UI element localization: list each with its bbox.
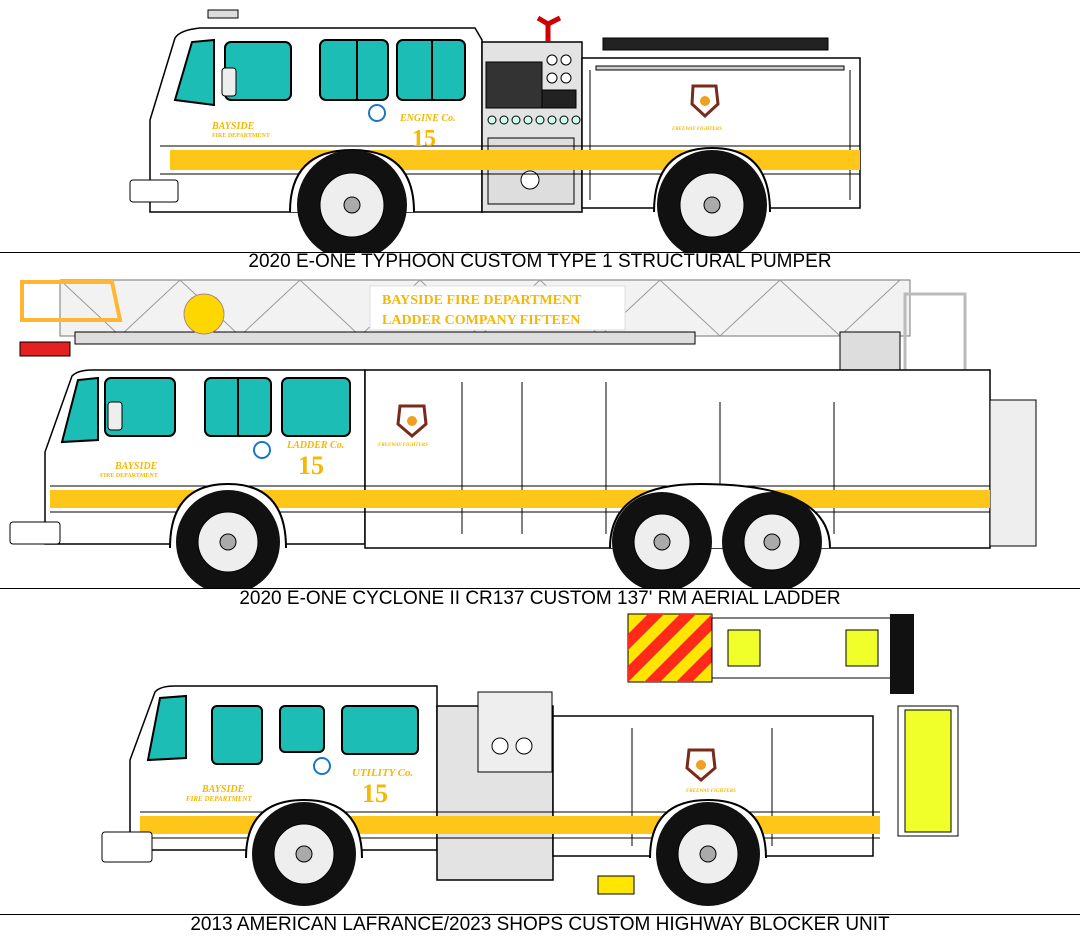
ladder-bumper (9, 521, 61, 545)
engine-windshield (173, 38, 215, 107)
engine-door-dept-line2: FIRE DEPARTMENT (212, 133, 270, 139)
engine-hose-bed (602, 37, 829, 51)
blocker-cab-window-front (211, 705, 263, 765)
ladder-tip-platform (20, 280, 123, 322)
engine-panel: BAYSIDE FIRE DEPARTMENT ENGINE Co. 15 FR… (0, 0, 1080, 252)
engine-pump-gauges (487, 115, 581, 205)
ladder-banner-line1: BAYSIDE FIRE DEPARTMENT (382, 293, 582, 308)
ladder-door-dept-line1: BAYSIDE (114, 461, 158, 472)
blocker-windshield (146, 694, 187, 762)
ladder-rear-wheel-1 (612, 492, 712, 588)
blocker-rear-wheel (656, 802, 760, 906)
blocker-shield-icon (685, 748, 717, 782)
divider-3 (0, 914, 1080, 915)
ladder-shield-icon (396, 404, 428, 438)
ladder-rear-step (989, 399, 1037, 547)
blocker-cab-window-rear (341, 705, 419, 755)
ladder-tip-nozzle (19, 341, 71, 357)
blocker-unit-number: 15 (362, 779, 388, 808)
blocker-panel: BAYSIDE FIRE DEPARTMENT UTILITY Co. 15 F… (0, 610, 1080, 915)
ladder-caption: 2020 E-ONE CYCLONE II CR137 CUSTOM 137' … (239, 588, 841, 609)
engine-caption: 2020 E-ONE TYPHOON CUSTOM TYPE 1 STRUCTU… (248, 251, 832, 272)
ladder-scene-light (183, 293, 225, 335)
blocker-drawing: BAYSIDE FIRE DEPARTMENT UTILITY Co. 15 F… (101, 613, 959, 906)
engine-unit-number: 15 (412, 126, 436, 152)
ladder-unit-label: LADDER Co. (286, 440, 344, 451)
blocker-step-light (597, 875, 635, 895)
engine-pump-grille (485, 61, 543, 109)
engine-front-wheel (297, 150, 407, 252)
blocker-door-dept-line1: BAYSIDE (201, 784, 245, 795)
engine-slogan: FREEWAY FIGHTERS (672, 127, 722, 132)
engine-mirror (221, 67, 237, 97)
ladder-panel: BAYSIDE FIRE DEPARTMENT LADDER COMPANY F… (0, 272, 1080, 588)
divider-2 (0, 588, 1080, 589)
ladder-banner (369, 285, 626, 331)
ladder-cab-window-rear (281, 377, 351, 437)
blocker-arm-mount (890, 614, 914, 694)
engine-deluge-gun (536, 15, 562, 42)
engine-lightbar (207, 9, 239, 19)
engine-cab-window-mid (319, 39, 389, 101)
engine-door-dept-line1: BAYSIDE (211, 121, 255, 132)
blocker-unit-label: UTILITY Co. (352, 767, 413, 779)
engine-rear-wheel (657, 150, 767, 252)
blocker-slogan: FREEWAY FIGHTERS (686, 789, 736, 794)
ladder-front-wheel (176, 490, 280, 588)
ladder-mirror (107, 401, 123, 431)
blocker-door-seal-icon (313, 757, 331, 775)
blocker-front-wheel (252, 802, 356, 906)
blocker-caption: 2013 AMERICAN LAFRANCE/2023 SHOPS CUSTOM… (190, 914, 890, 935)
blocker-chevron-panel (627, 613, 713, 683)
ladder-door-seal-icon (253, 441, 271, 459)
ladder-slogan: FREEWAY FIGHTERS (378, 443, 428, 448)
divider-1 (0, 252, 1080, 253)
engine-bumper (129, 179, 179, 203)
engine-drawing: BAYSIDE FIRE DEPARTMENT ENGINE Co. 15 FR… (129, 9, 861, 252)
blocker-cab-window-mid (279, 705, 325, 753)
ladder-banner-line2: LADDER COMPANY FIFTEEN (382, 313, 580, 328)
engine-unit-label: ENGINE Co. (399, 113, 456, 124)
engine-door-seal-icon (368, 104, 386, 122)
ladder-unit-number: 15 (298, 451, 324, 480)
blocker-bumper (101, 831, 153, 863)
blocker-door-dept-line2: FIRE DEPARTMENT (186, 795, 253, 803)
ladder-drawing: BAYSIDE FIRE DEPARTMENT LADDER COMPANY F… (9, 279, 1037, 588)
ladder-windshield (60, 376, 99, 444)
ladder-rear-wheel-2 (722, 492, 822, 588)
engine-shield-icon (690, 84, 720, 119)
ladder-door-dept-line2: FIRE DEPARTMENT (100, 473, 158, 479)
